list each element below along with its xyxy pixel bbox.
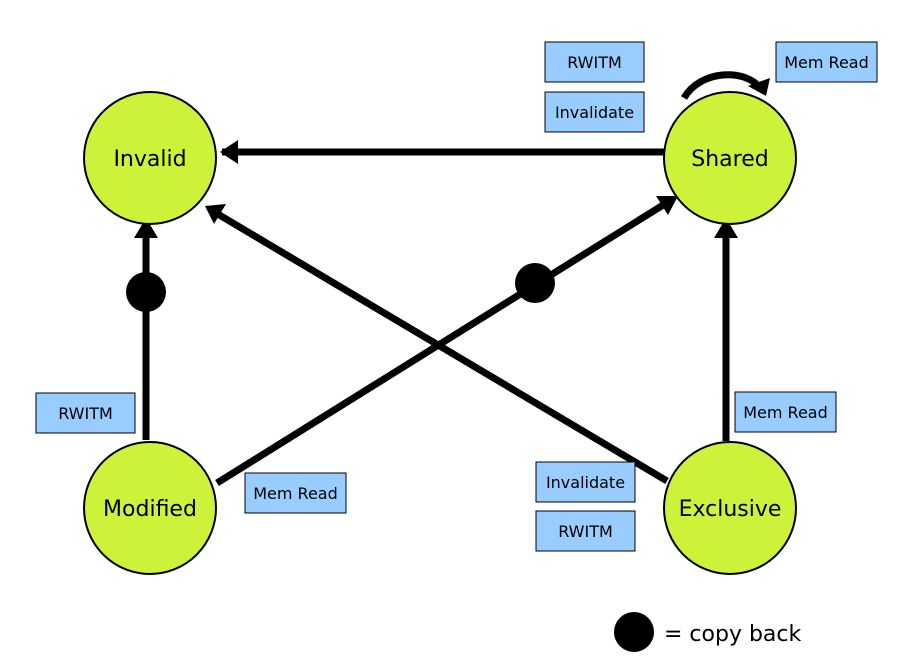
label-exclusive-invalid-rwitm-text: RWITM [558, 522, 613, 541]
label-shared-invalid-rwitm-text: RWITM [567, 53, 622, 72]
state-modified-circle [83, 441, 217, 575]
legend-copy-back-dot [614, 612, 654, 652]
label-shared-invalid-invalidate-text: Invalidate [555, 103, 634, 122]
label-modified-invalid-rwitm: RWITM [35, 392, 136, 434]
edge-modified-to-shared [215, 199, 670, 486]
legend-copy-back-label: = copy back [664, 622, 802, 647]
state-invalid-label: Invalid [113, 147, 186, 172]
label-exclusive-invalid-invalidate-text: Invalidate [546, 473, 625, 492]
label-modified-shared-memread: Mem Read [244, 472, 347, 514]
label-shared-invalid-rwitm: RWITM [544, 41, 645, 83]
edges [134, 71, 770, 486]
state-shared: Shared [663, 91, 797, 225]
label-exclusive-invalid-rwitm: RWITM [535, 510, 636, 552]
state-exclusive: Exclusive [663, 441, 797, 575]
label-shared-self-memread: Mem Read [775, 41, 878, 83]
label-modified-shared-memread-text: Mem Read [253, 484, 338, 503]
label-exclusive-invalid-invalidate: Invalidate [535, 461, 636, 503]
arrowhead-modified-to-invalid [134, 218, 158, 238]
state-modified-label: Modified [103, 497, 197, 522]
edge-shared-self-loop [680, 71, 763, 100]
state-shared-label: Shared [691, 147, 768, 172]
copy-back-dot-modified-shared [515, 263, 555, 303]
state-shared-circle [663, 91, 797, 225]
state-invalid-circle [83, 91, 217, 225]
arrowhead-modified-to-shared [656, 196, 678, 215]
label-exclusive-shared-memread: Mem Read [734, 391, 837, 433]
edge-exclusive-to-invalid [214, 209, 669, 485]
arrowhead-exclusive-to-shared [714, 218, 738, 238]
legend: = copy back [614, 612, 802, 652]
state-invalid: Invalid [83, 91, 217, 225]
state-modified: Modified [83, 441, 217, 575]
arrowhead-shared-self-loop [748, 78, 770, 96]
arrowhead-shared-to-invalid [220, 140, 238, 164]
label-shared-invalid-invalidate: Invalidate [544, 91, 645, 133]
arrowhead-exclusive-to-invalid [205, 204, 226, 224]
state-exclusive-circle [663, 441, 797, 575]
copy-back-dot-modified-invalid [126, 272, 166, 312]
label-modified-invalid-rwitm-text: RWITM [58, 404, 113, 423]
state-exclusive-label: Exclusive [679, 497, 782, 522]
label-exclusive-shared-memread-text: Mem Read [743, 403, 828, 422]
label-shared-self-memread-text: Mem Read [784, 53, 869, 72]
